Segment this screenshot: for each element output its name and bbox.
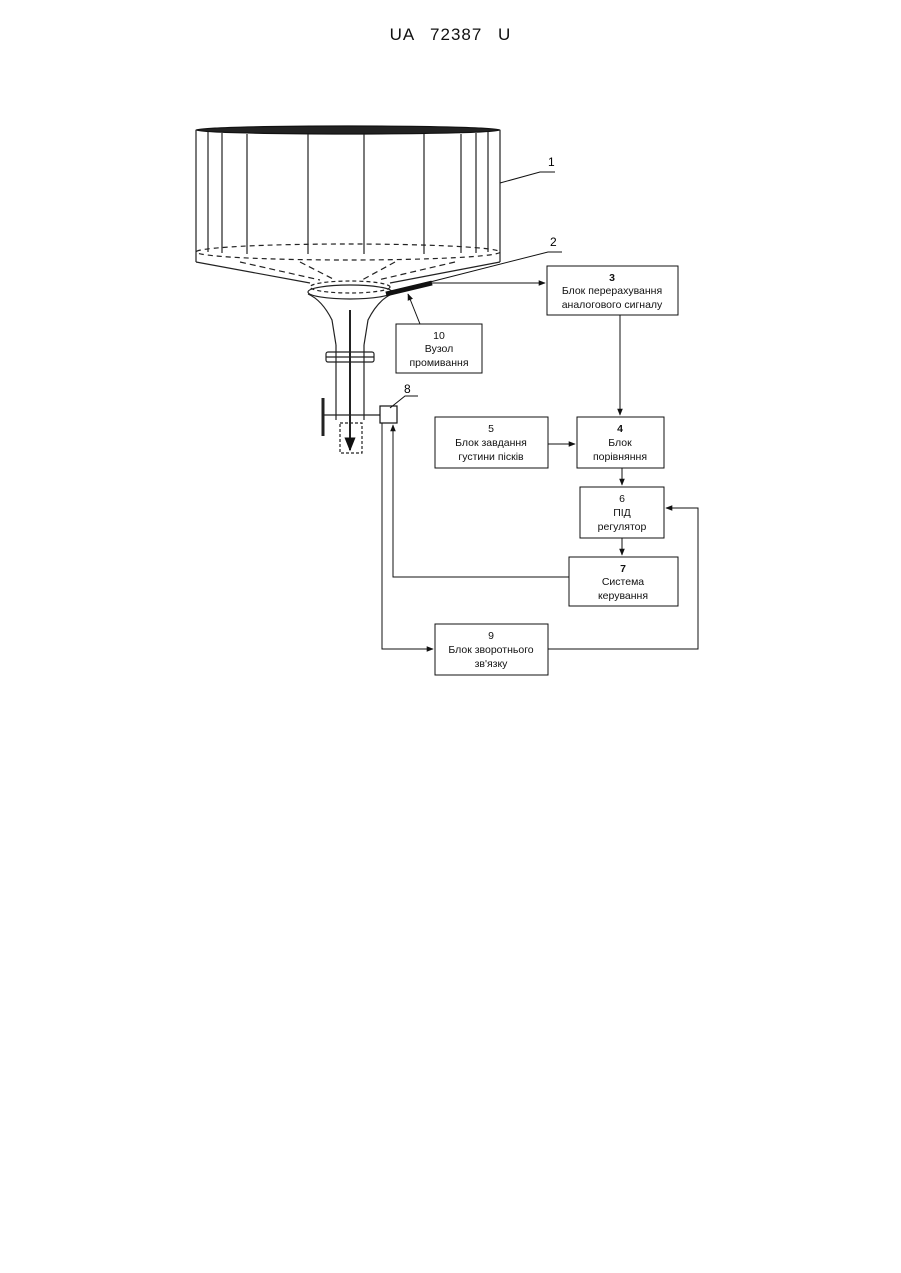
tank-rim xyxy=(196,126,500,134)
valve-actuator xyxy=(380,406,397,423)
callout-8: 8 xyxy=(404,382,411,396)
block-7-line1: Система xyxy=(602,576,644,588)
thickener-tank xyxy=(196,126,500,453)
block-3-number: 3 xyxy=(609,272,615,284)
block-9-number: 9 xyxy=(488,630,494,642)
block-4-line2: порівняння xyxy=(593,451,647,463)
block-5-line2: густини пісків xyxy=(458,451,524,463)
block-6-line2: регулятор xyxy=(598,521,647,533)
block-9-line2: зв'язку xyxy=(475,658,509,670)
block-4-number: 4 xyxy=(617,423,623,435)
block-9-line1: Блок зворотнього xyxy=(448,644,533,656)
block-10-number: 10 xyxy=(433,330,445,342)
callout-1: 1 xyxy=(548,155,555,169)
density-sensor xyxy=(386,283,432,294)
block-7-line2: керування xyxy=(598,590,648,602)
block-10-line2: промивання xyxy=(409,357,468,369)
block-10-line1: Вузол xyxy=(425,343,454,355)
signal-connectors xyxy=(382,283,698,649)
block-7-number: 7 xyxy=(620,563,626,575)
block-6-line1: ПІД xyxy=(613,507,631,519)
block-4-line1: Блок xyxy=(608,437,632,449)
callout-2: 2 xyxy=(550,235,557,249)
block-3-line1: Блок перерахування xyxy=(562,285,662,297)
block-3-line2: аналогового сигналу xyxy=(562,299,663,311)
block-6-number: 6 xyxy=(619,493,625,505)
block-5-line1: Блок завдання xyxy=(455,437,527,449)
block-5-number: 5 xyxy=(488,423,494,435)
